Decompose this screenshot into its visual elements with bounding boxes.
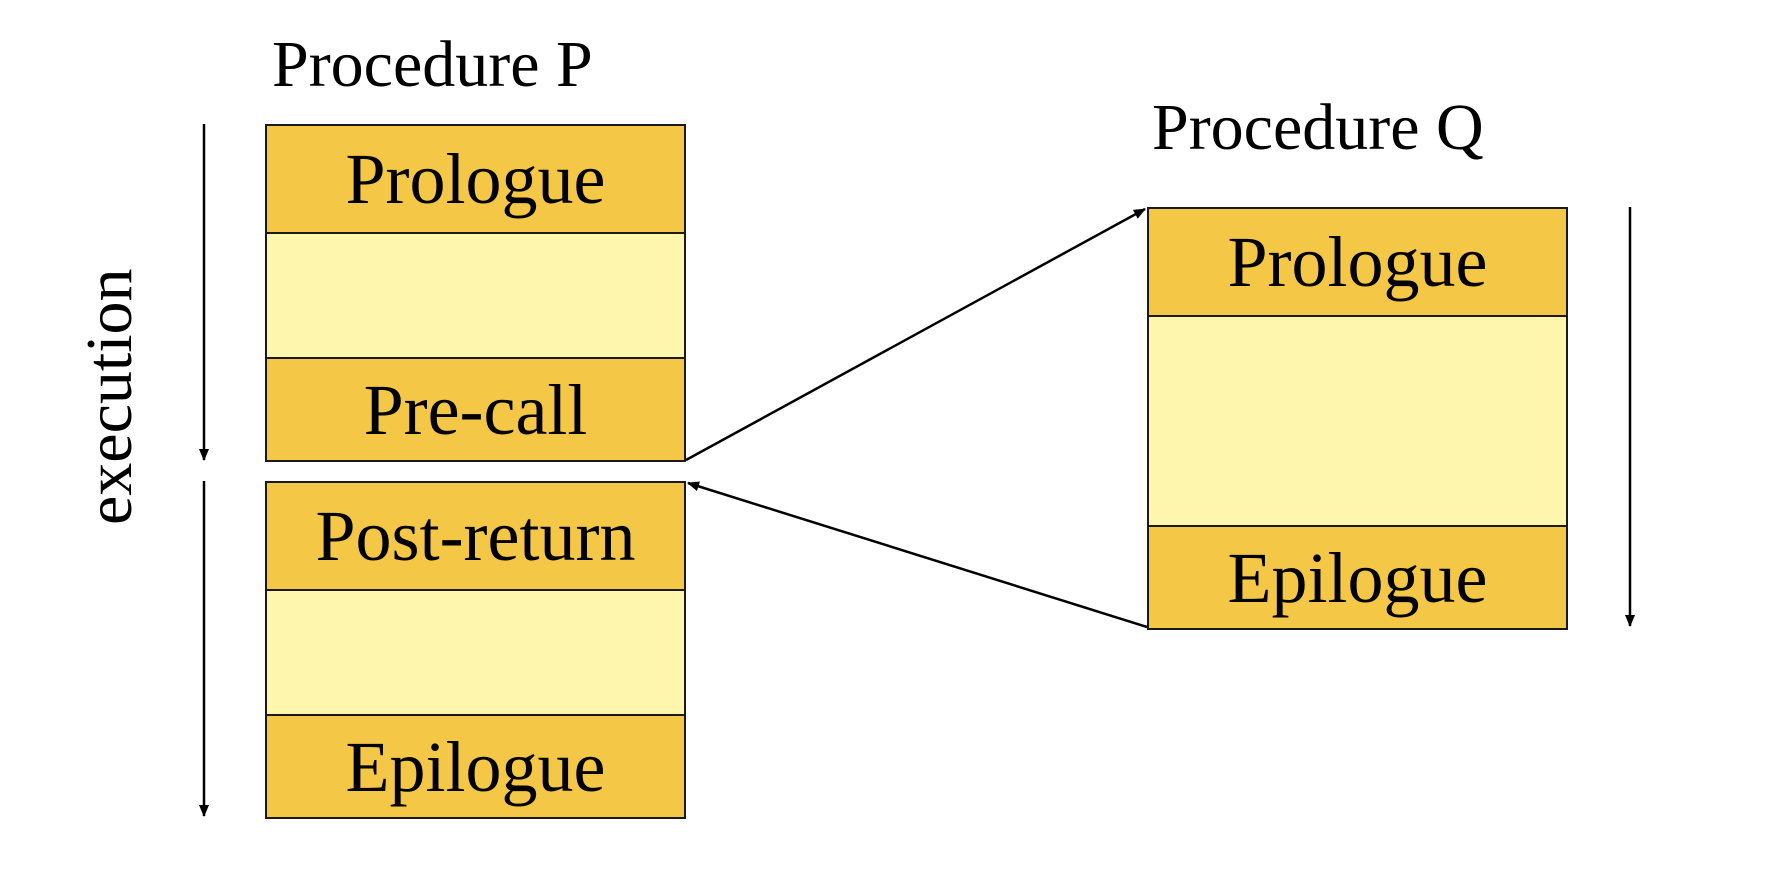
procedure-q-prologue: Prologue: [1149, 209, 1566, 315]
return-arrow: [687, 481, 1148, 629]
procedure-p-body-1: [267, 232, 684, 357]
procedure-p-pre-call: Pre-call: [267, 357, 684, 460]
procedure-p-before-call-block: Prologue Pre-call: [265, 124, 686, 462]
procedure-q-block: Prologue Epilogue: [1147, 207, 1568, 630]
execution-axis-label: execution: [73, 268, 146, 525]
procedure-p-after-return-block: Post-return Epilogue: [265, 481, 686, 819]
procedure-q-title: Procedure Q: [1152, 91, 1484, 164]
procedure-q-epilogue: Epilogue: [1149, 525, 1566, 628]
call-arrow: [685, 207, 1146, 462]
procedure-p-title: Procedure P: [272, 28, 593, 101]
procedure-p-prologue: Prologue: [267, 126, 684, 232]
procedure-p-epilogue: Epilogue: [267, 714, 684, 817]
procedure-p-body-2: [267, 589, 684, 714]
procedure-p-post-return: Post-return: [267, 483, 684, 589]
procedure-q-body: [1149, 315, 1566, 525]
